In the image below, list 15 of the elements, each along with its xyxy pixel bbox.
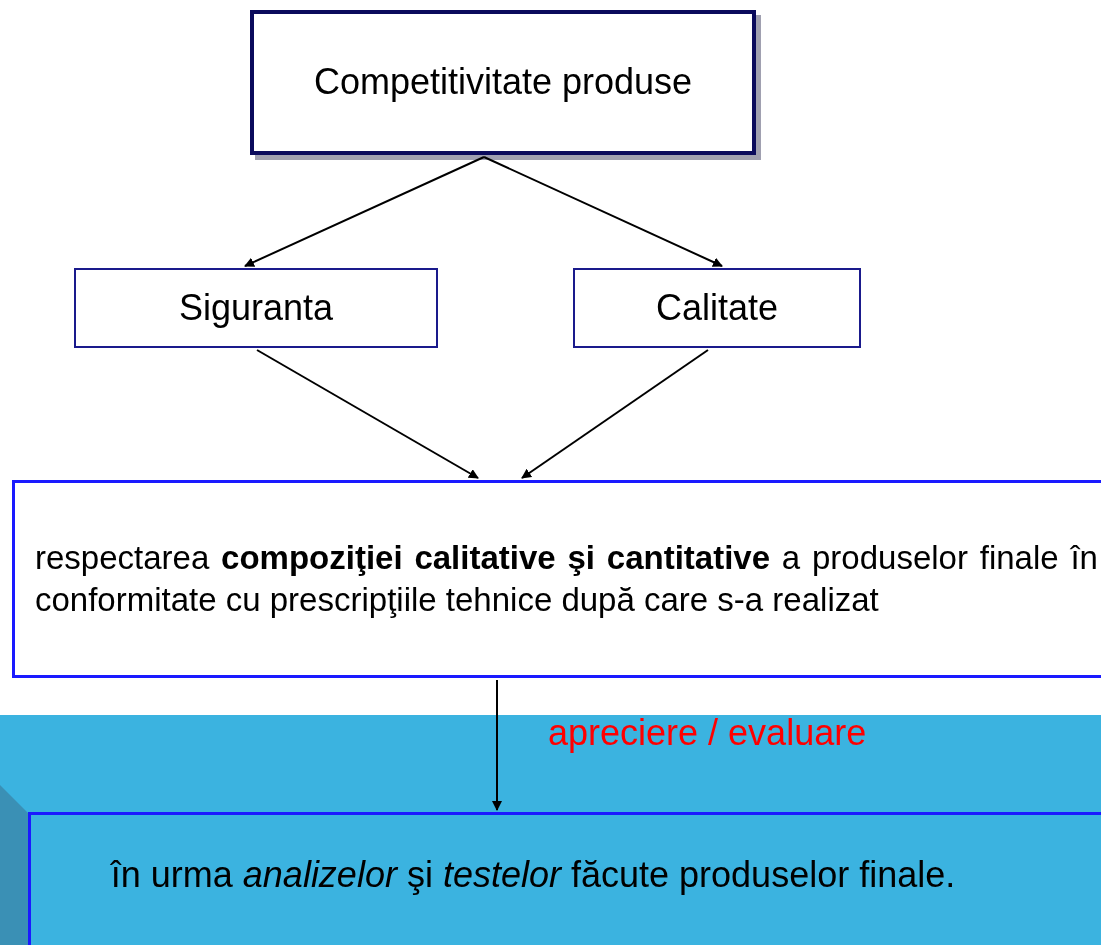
box-text: Competitivitate produse [312,60,694,105]
process-box [573,268,861,348]
arrow [483,156,723,267]
arrow [256,349,479,479]
process-box [12,480,1101,678]
box-text: Siguranta [177,285,335,330]
arrow [244,156,485,267]
box-text: respectarea compoziţiei calitative şi cantitative a produselor finale în conformitate cu prescripţiile tehnice după care s-a realizat [35,537,1098,620]
process-box [28,812,1101,945]
box-text: în urma analizelor şi testelor făcute produselor finale. [109,852,957,897]
box-text: Calitate [654,285,780,330]
arrow [521,349,709,479]
process-box [74,268,438,348]
edge-label: apreciere / evaluare [548,712,867,754]
arrow [492,679,502,811]
